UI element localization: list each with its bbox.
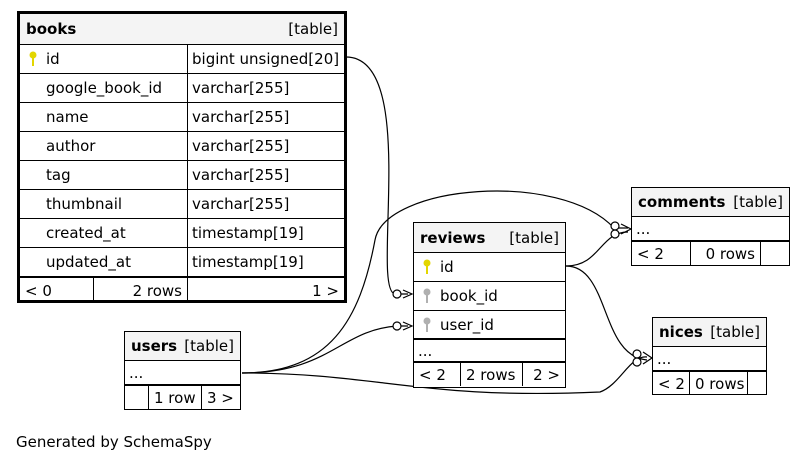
column-type: varchar[255] bbox=[192, 79, 290, 97]
table-name: books bbox=[26, 20, 77, 38]
column-row-id[interactable]: id bbox=[414, 253, 565, 282]
edge-users-comments bbox=[241, 190, 628, 374]
table-footer: < 2 0 rows bbox=[653, 371, 766, 395]
more-columns[interactable]: ... bbox=[414, 340, 565, 362]
table-header: nices [table] bbox=[653, 318, 766, 347]
edge-reviews-comments bbox=[565, 231, 629, 267]
column-row-google-book-id[interactable]: google_book_id varchar[255] bbox=[20, 74, 344, 103]
table-kind: [table] bbox=[184, 337, 234, 355]
table-footer: < 2 2 rows 2 > bbox=[414, 362, 565, 386]
optional-marker bbox=[610, 229, 620, 239]
table-header: books [table] bbox=[20, 14, 344, 45]
optional-marker bbox=[632, 357, 642, 367]
ellipsis: ... bbox=[657, 349, 672, 368]
table-name: reviews bbox=[420, 228, 486, 247]
column-type: timestamp[19] bbox=[192, 224, 304, 242]
table-kind: [table] bbox=[733, 193, 783, 211]
row-count: 2 rows bbox=[466, 365, 516, 384]
more-columns[interactable]: ... bbox=[125, 361, 240, 385]
ellipsis: ... bbox=[129, 363, 144, 382]
generated-by-caption: Generated by SchemaSpy bbox=[16, 433, 212, 451]
column-name: google_book_id bbox=[46, 79, 163, 97]
column-type: varchar[255] bbox=[192, 137, 290, 155]
column-type: timestamp[19] bbox=[192, 253, 304, 271]
parents-count[interactable]: < 2 bbox=[658, 374, 685, 393]
crowfoot-marker bbox=[402, 289, 414, 299]
column-name: id bbox=[440, 258, 454, 276]
primary-key-icon bbox=[423, 259, 431, 274]
ellipsis: ... bbox=[636, 219, 651, 238]
optional-marker bbox=[610, 221, 620, 231]
table-footer: < 2 0 rows bbox=[632, 241, 789, 265]
table-comments[interactable]: comments [table] ... < 2 0 rows bbox=[631, 187, 790, 266]
parents-count[interactable]: < 2 bbox=[419, 365, 446, 384]
table-header: reviews [table] bbox=[414, 223, 565, 253]
optional-marker bbox=[392, 289, 402, 299]
column-row-user-id[interactable]: user_id bbox=[414, 311, 565, 340]
children-count[interactable]: 1 > bbox=[312, 281, 339, 300]
table-users[interactable]: users [table] ... 1 row 3 > bbox=[124, 331, 241, 410]
row-count: 2 rows bbox=[132, 281, 182, 300]
more-columns[interactable]: ... bbox=[632, 217, 789, 241]
row-count: 1 row bbox=[154, 388, 196, 407]
column-row-book-id[interactable]: book_id bbox=[414, 282, 565, 311]
table-name: nices bbox=[659, 323, 703, 341]
table-nices[interactable]: nices [table] ... < 2 0 rows bbox=[652, 317, 767, 395]
column-row-thumbnail[interactable]: thumbnail varchar[255] bbox=[20, 190, 344, 219]
children-count[interactable]: 3 > bbox=[207, 388, 234, 407]
table-header: users [table] bbox=[125, 332, 240, 361]
row-count: 0 rows bbox=[705, 244, 755, 263]
edge-books-reviews bbox=[345, 56, 408, 295]
table-footer: < 0 2 rows 1 > bbox=[20, 277, 344, 303]
column-row-created-at[interactable]: created_at timestamp[19] bbox=[20, 219, 344, 248]
column-name: thumbnail bbox=[46, 195, 123, 213]
column-type: varchar[255] bbox=[192, 166, 290, 184]
table-footer: 1 row 3 > bbox=[125, 385, 240, 409]
column-name: created_at bbox=[46, 224, 126, 242]
ellipsis: ... bbox=[418, 341, 433, 360]
table-header: comments [table] bbox=[632, 188, 789, 217]
column-row-name[interactable]: name varchar[255] bbox=[20, 103, 344, 132]
column-name: tag bbox=[46, 166, 71, 184]
column-name: id bbox=[46, 50, 60, 68]
more-columns[interactable]: ... bbox=[653, 347, 766, 371]
table-kind: [table] bbox=[710, 323, 760, 341]
column-row-id[interactable]: id bigint unsigned[20] bbox=[20, 45, 344, 74]
table-kind: [table] bbox=[288, 20, 338, 38]
table-name: comments bbox=[638, 193, 726, 211]
column-name: user_id bbox=[440, 315, 494, 334]
crowfoot-marker bbox=[402, 321, 414, 331]
primary-key-icon bbox=[29, 51, 37, 66]
column-type: varchar[255] bbox=[192, 195, 290, 213]
table-name: users bbox=[131, 337, 178, 355]
children-count[interactable]: 2 > bbox=[533, 365, 560, 384]
foreign-key-icon bbox=[423, 317, 431, 332]
table-books[interactable]: books [table] id bigint unsigned[20] goo… bbox=[17, 11, 347, 303]
edge-reviews-nices bbox=[565, 265, 648, 361]
column-name: updated_at bbox=[46, 253, 131, 271]
edge-users-reviews bbox=[241, 325, 408, 374]
column-name: book_id bbox=[440, 287, 498, 305]
optional-marker bbox=[392, 321, 402, 331]
parents-count[interactable]: < 0 bbox=[25, 281, 52, 300]
column-name: name bbox=[46, 108, 89, 126]
parents-count[interactable]: < 2 bbox=[637, 244, 664, 263]
optional-marker bbox=[632, 349, 642, 359]
table-kind: [table] bbox=[509, 228, 559, 247]
column-row-updated-at[interactable]: updated_at timestamp[19] bbox=[20, 248, 344, 277]
column-type: bigint unsigned[20] bbox=[192, 50, 340, 68]
foreign-key-icon bbox=[423, 288, 431, 303]
column-name: author bbox=[46, 137, 96, 155]
column-row-tag[interactable]: tag varchar[255] bbox=[20, 161, 344, 190]
table-reviews[interactable]: reviews [table] id book_id user_id ... <… bbox=[413, 222, 566, 388]
edge-users-nices bbox=[241, 356, 648, 395]
crowfoot-marker bbox=[642, 351, 654, 365]
row-count: 0 rows bbox=[695, 374, 745, 393]
column-row-author[interactable]: author varchar[255] bbox=[20, 132, 344, 161]
column-type: varchar[255] bbox=[192, 108, 290, 126]
